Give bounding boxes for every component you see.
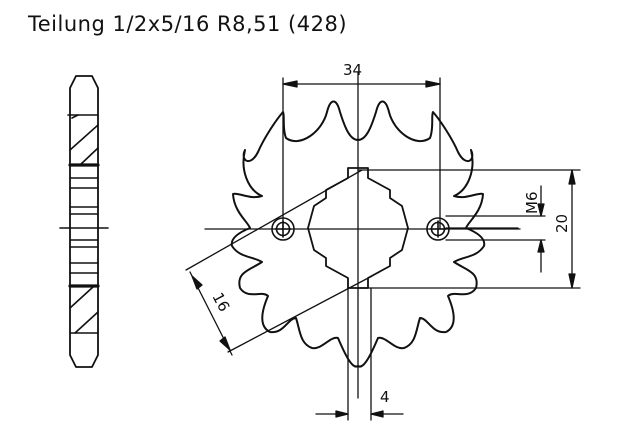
- dimension-34: [282, 77, 441, 230]
- center-lines: [204, 71, 521, 399]
- drawing-title: Teilung 1/2x5/16 R8,51 (428): [28, 12, 348, 36]
- dimension-m6: [445, 185, 546, 273]
- label-16: 16: [208, 289, 233, 314]
- side-profile-view: [59, 75, 109, 368]
- label-34: 34: [343, 61, 362, 79]
- dimension-20: [357, 169, 581, 289]
- label-4: 4: [380, 388, 390, 406]
- dimension-4: [315, 287, 404, 421]
- label-20: 20: [553, 214, 571, 233]
- label-m6: M6: [523, 192, 541, 215]
- dimension-16: [185, 169, 373, 356]
